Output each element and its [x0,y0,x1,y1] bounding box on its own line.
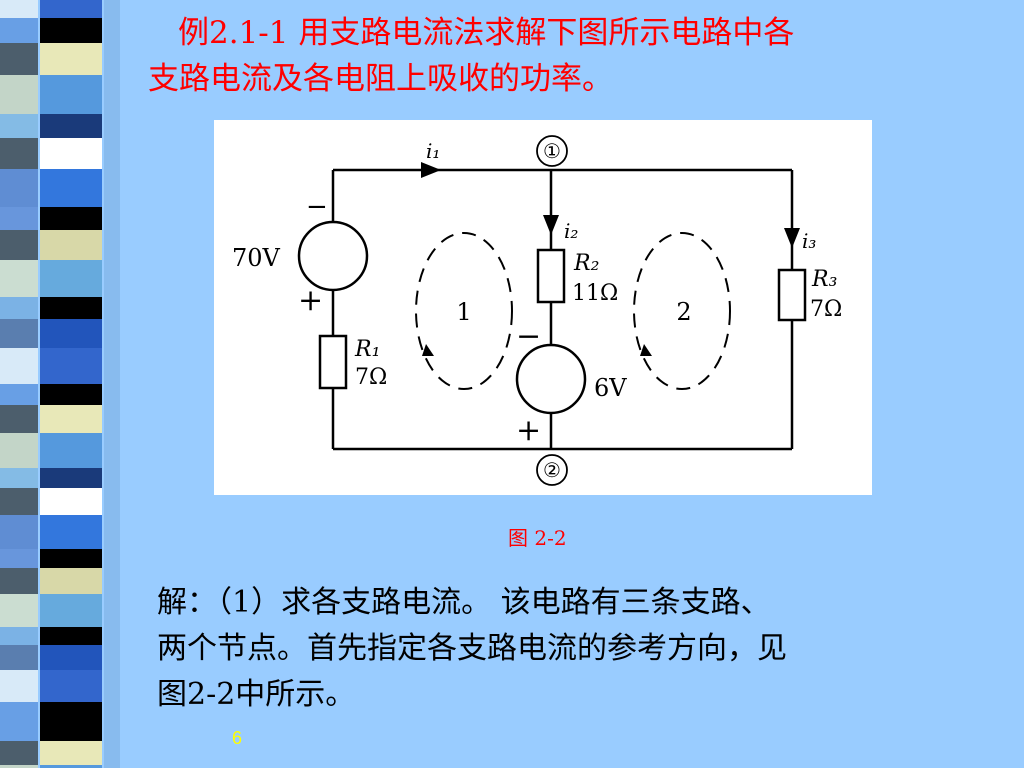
stripe-block [0,515,38,549]
stripe-block [0,114,38,138]
stripe-block [40,488,102,515]
node-1-label: ① [543,139,561,163]
stripe-block [0,138,38,169]
stripe-block [0,670,38,702]
r1-name-label: R₁ [354,337,380,362]
stripe-block [40,765,102,768]
loop-1-label: 1 [456,298,471,326]
circuit-wires [331,168,794,451]
stripe-block [0,319,38,348]
stripe-block [0,405,38,433]
stripe-block [0,702,38,741]
stripe-block [40,75,102,114]
loop-1-arrow [422,344,434,356]
stripe-block [0,627,38,645]
stripe-block [0,384,38,405]
stripe-block [40,645,102,670]
resistor-r1 [318,334,348,390]
current-i1-label: i₁ [426,139,440,163]
solution-text: 解：（1）求各支路电流。 该电路有三条支路、 两个节点。首先指定各支路电流的参考… [157,580,1007,718]
stripe-block [0,433,38,468]
current-i3-label: i₃ [802,229,816,253]
loop-2-arrow [640,344,652,356]
stripe-block [40,549,102,568]
loop-2-label: 2 [676,298,691,326]
r3-name-label: R₃ [811,267,837,292]
stripe-block [0,549,38,568]
stripe-block [0,43,38,75]
source1-minus-label: − [306,192,328,222]
stripe-block [40,43,102,75]
source2-minus-label: − [516,319,541,354]
stripe-block [40,297,102,319]
loop-1-path [415,232,513,390]
resistor-r3 [777,268,807,322]
node-2-marker [536,454,568,486]
stripe-block [40,169,102,207]
stripe-block [40,702,102,741]
node-1-marker [536,135,568,167]
stripe-block [40,348,102,384]
stripe-block [40,568,102,594]
title-line-1: 例2.1-1 用支路电流法求解下图所示电路中各 [178,15,795,51]
body-line-3: 图2-2中所示。 [157,677,356,712]
stripe-block [0,0,38,18]
stripe-block [40,230,102,260]
stripe-block [0,594,38,627]
stripe-block [40,468,102,488]
stripe-block [40,114,102,138]
source1-plus-label: + [298,283,323,318]
stripe-block [40,138,102,169]
stripe-block [40,207,102,230]
stripe-block [0,488,38,515]
r1-value-label: 7Ω [355,365,387,390]
source2-plus-label: + [516,413,541,448]
stripe-block [0,230,38,260]
stripe-block [40,260,102,297]
resistor-r2 [536,248,566,304]
voltage-source-6v [515,343,587,415]
voltage-source-70v [297,220,369,292]
stripe-block [40,594,102,627]
stripe-block [0,348,38,384]
r3-value-label: 7Ω [810,297,842,322]
stripe-block [40,0,102,18]
page-number: 6 [232,728,243,748]
current-i2-label: i₂ [564,219,578,243]
node-2-label: ② [543,458,561,482]
slide-title: 例2.1-1 用支路电流法求解下图所示电路中各 支路电流及各电阻上吸收的功率。 [148,10,1008,102]
stripe-block [0,75,38,114]
stripe-block [40,515,102,549]
stripe-block [0,741,38,765]
stripe-block [0,207,38,230]
stripe-block [40,433,102,468]
stripe-block [0,297,38,319]
stripe-block [40,18,102,43]
figure-caption: 图 2-2 [508,526,567,550]
source1-value-label: 70V [232,244,281,272]
stripe-block [0,645,38,670]
circuit-diagram: ① ② i₁ i₂ i₃ − 70V + R₁ 7Ω R₂ 11Ω − 6V +… [214,120,872,495]
stripe-block [40,384,102,405]
stripe-block [0,260,38,297]
source2-value-label: 6V [594,374,627,402]
stripe-block [0,169,38,207]
stripe-block [40,741,102,765]
loop-2-path [633,232,731,390]
decorative-stripe-bar [0,0,120,768]
stripe-block [40,627,102,645]
stripe-block [40,670,102,702]
stripe-block [40,405,102,433]
stripe-block [0,468,38,488]
r2-name-label: R₂ [573,251,599,276]
stripe-block [0,568,38,594]
body-line-2: 两个节点。首先指定各支路电流的参考方向，见 [157,631,787,666]
stripe-block [40,319,102,348]
stripe-block [0,765,38,768]
body-line-1: 解：（1）求各支路电流。 该电路有三条支路、 [157,585,771,620]
stripe-block [0,18,38,43]
r2-value-label: 11Ω [572,281,618,306]
title-line-2: 支路电流及各电阻上吸收的功率。 [148,61,613,97]
